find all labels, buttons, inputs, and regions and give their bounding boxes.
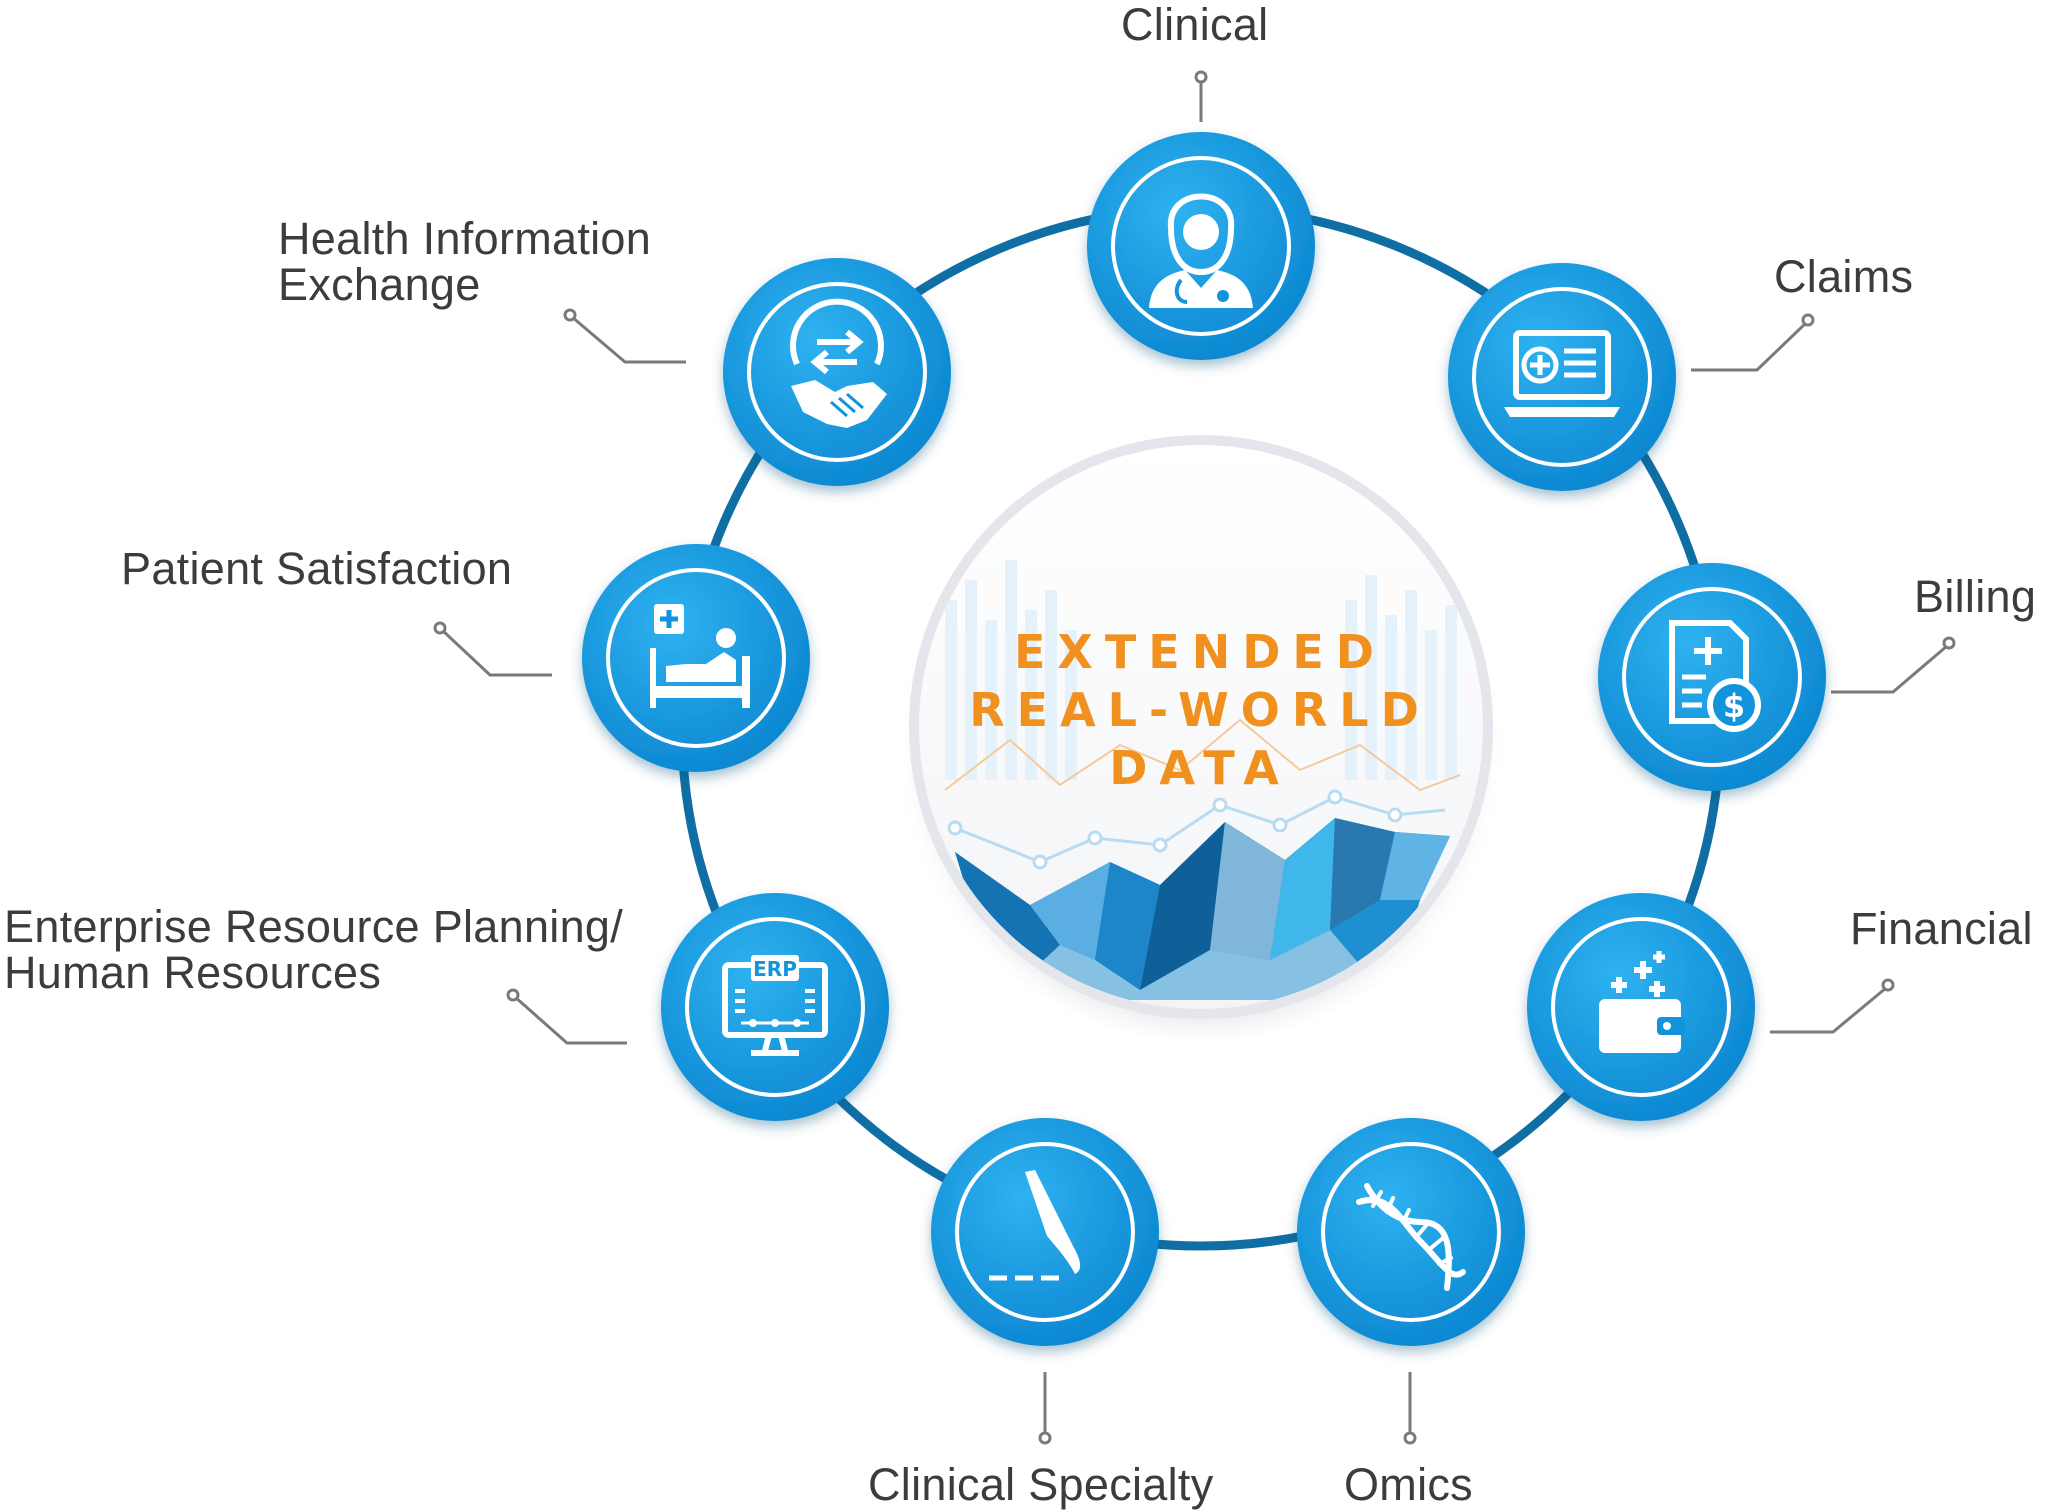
- erp-icon-text: ERP: [753, 957, 797, 981]
- doctor-icon: [1149, 193, 1253, 308]
- node-financial[interactable]: [1527, 893, 1755, 1121]
- claims-connector: [1691, 321, 1808, 372]
- label-omics: Omics: [1344, 1459, 1473, 1510]
- label-clinical-specialty: Clinical Specialty: [868, 1459, 1214, 1510]
- node-patient-satisfaction[interactable]: [582, 544, 810, 772]
- label-patient-satisfaction: Patient Satisfaction: [121, 543, 513, 594]
- erp-hr-connector: [514, 995, 627, 1045]
- financial-connector: [1770, 986, 1887, 1034]
- laptop-medical-icon: [1504, 330, 1620, 417]
- node-omics[interactable]: [1297, 1118, 1525, 1346]
- handshake-exchange-icon: [790, 298, 887, 428]
- node-erp-hr[interactable]: ERP: [661, 893, 889, 1121]
- patient-satisfaction-connector: [440, 628, 552, 677]
- hospital-bed-icon: [650, 604, 750, 708]
- svg-text:$: $: [1723, 687, 1745, 725]
- center-title-line-3: DATA: [1109, 741, 1291, 795]
- hie-connector: [571, 315, 686, 364]
- billing-connector: [1831, 644, 1948, 694]
- medical-bill-icon: $: [1669, 620, 1761, 732]
- dna-icon: [1356, 1183, 1466, 1291]
- label-billing: Billing: [1914, 571, 2037, 622]
- center-title: EXTENDED REAL-WORLD DATA: [880, 623, 1520, 797]
- center-hub: [895, 429, 1507, 1041]
- label-erp-hr: Enterprise Resource Planning/ Human Reso…: [4, 901, 624, 998]
- node-clinical[interactable]: [1087, 132, 1315, 360]
- label-claims: Claims: [1774, 251, 1914, 302]
- node-health-information-exchange[interactable]: [723, 258, 951, 486]
- node-clinical-specialty[interactable]: [931, 1118, 1159, 1346]
- erp-monitor-icon: ERP: [722, 955, 828, 1056]
- scalpel-icon: [989, 1170, 1081, 1281]
- node-billing[interactable]: $: [1598, 563, 1826, 791]
- wallet-icon: [1599, 951, 1685, 1053]
- center-title-line-1: EXTENDED: [1014, 625, 1386, 679]
- node-claims[interactable]: [1448, 263, 1676, 491]
- label-health-information-exchange: Health Information Exchange: [278, 213, 652, 310]
- label-financial: Financial: [1850, 903, 2033, 954]
- center-title-line-2: REAL-WORLD: [969, 683, 1431, 737]
- label-clinical: Clinical: [1121, 0, 1269, 50]
